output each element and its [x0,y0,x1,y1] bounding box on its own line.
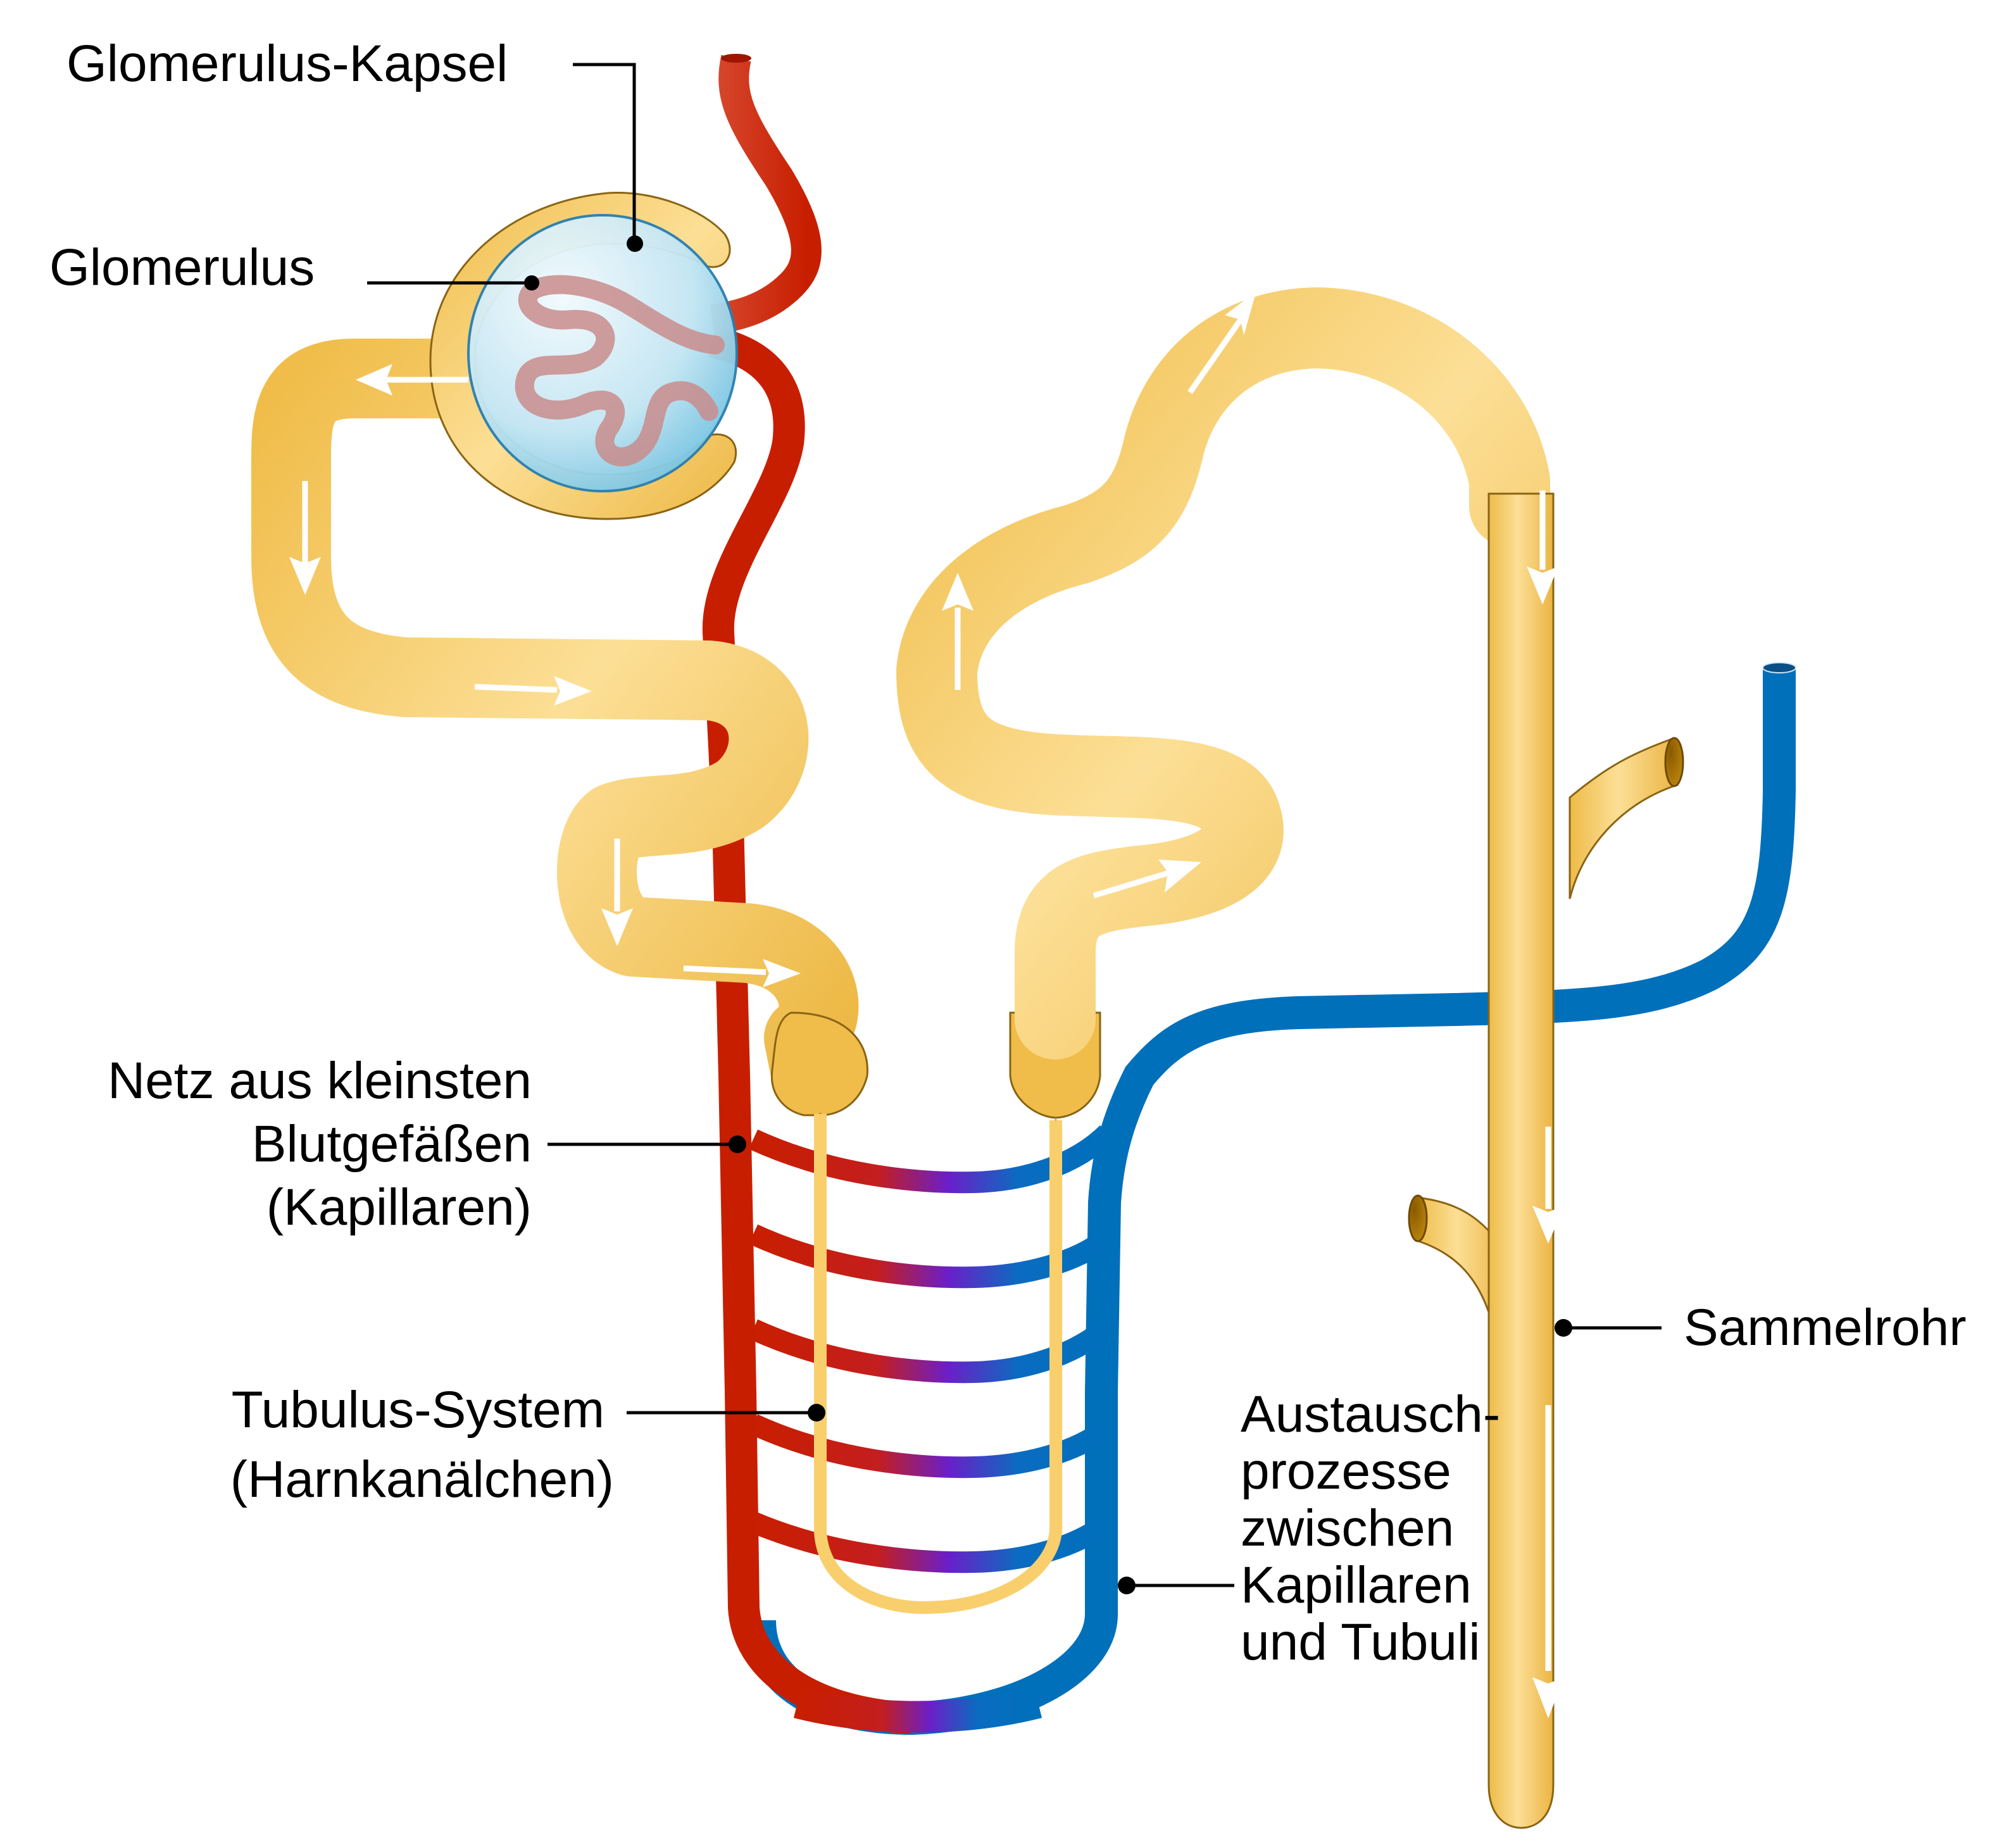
label-exchange-line1: Austausch- [1241,1385,1500,1443]
flow-arrow-up-right [1187,291,1256,394]
leader-capsule [573,63,636,241]
flow-arrow-down [601,839,633,946]
flow-arrow-down [1532,1127,1564,1244]
pointer-dot-exchange [1118,1577,1136,1594]
pointer-dot-glomerulus [524,275,539,291]
afferent-arteriole [710,54,822,335]
label-glomerulus: Glomerulus [49,239,315,296]
flow-arrow-down [289,481,321,595]
collecting-duct-main [1487,492,1555,1829]
pointer-dot-capillaries [729,1135,746,1153]
collecting-duct-opening-upper [1664,737,1684,787]
label-exchange-line4: Kapillaren [1241,1556,1472,1614]
flow-arrow-down [1532,1405,1564,1718]
label-capsule: Glomerulus-Kapsel [66,35,508,92]
collecting-duct [1408,492,1684,1829]
blood-vessels [702,54,1796,1735]
vein-opening [1762,662,1796,673]
flow-arrow-right [683,959,801,987]
pointer-dot-capsule [627,235,643,252]
flow-arrow-right [474,676,592,706]
distal-tubule [896,287,1550,1060]
flow-arrows [289,291,1564,1718]
glomerulus-capillary-tuft [515,275,725,466]
efferent-arteriole [702,326,913,1734]
pointer-dot-tubule [808,1404,825,1422]
label-exchange-line3: zwischen [1241,1499,1454,1557]
flow-arrow-left [356,364,468,396]
label-tubule-line2: (Harnkanälchen) [230,1451,614,1508]
pointer-dot-collecting-duct [1555,1319,1572,1337]
loop-of-henle [814,1114,1062,1615]
flow-arrow-up-right [1093,860,1201,899]
tubule-system [251,191,1684,1829]
artery-opening [721,54,751,63]
labels: Glomerulus-Kapsel Glomerulus Netz aus kl… [49,35,1967,1671]
label-collecting-duct: Sammelrohr [1684,1299,1967,1356]
collecting-duct-branch-upper [1568,737,1679,899]
collecting-duct-opening-lower [1408,1194,1428,1242]
label-exchange-line2: prozesse [1241,1442,1451,1500]
label-capillaries-line2: Blutgefäßen [252,1115,532,1173]
capillary-bottom-bend [793,1687,1042,1733]
flow-arrow-down [1527,491,1558,604]
label-capillaries-line1: Netz aus kleinsten [108,1052,532,1110]
label-exchange-line5: und Tubuli [1241,1613,1480,1671]
label-capillaries-line3: (Kapillaren) [266,1178,532,1236]
label-tubule-line1: Tubulus-System [232,1381,604,1439]
flow-arrow-up [942,573,974,690]
proximal-tubule [251,339,859,1110]
